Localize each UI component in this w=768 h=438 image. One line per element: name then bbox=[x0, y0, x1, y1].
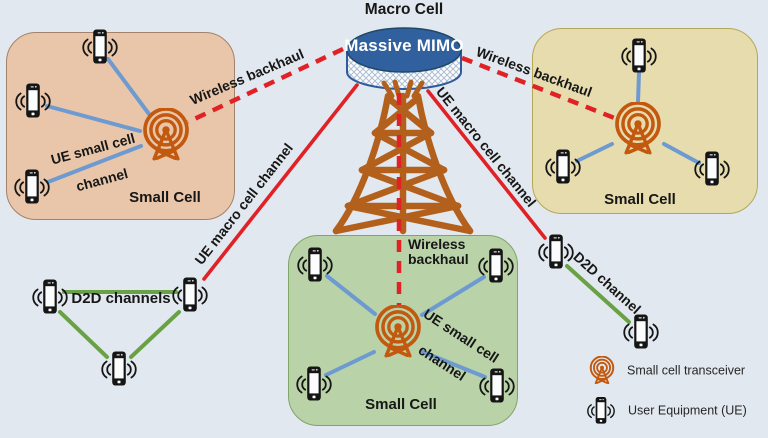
ue-small-cell-link-line bbox=[106, 57, 151, 116]
ue-small-cell-link-line bbox=[45, 104, 142, 133]
legend-ue-label: User Equipment (UE) bbox=[628, 403, 747, 418]
ue-phone-icon bbox=[82, 28, 118, 65]
ue-small-cell-link-line bbox=[421, 350, 487, 379]
ue-macro-link-line bbox=[202, 83, 359, 281]
legend-ue-phone-icon bbox=[587, 396, 615, 425]
ue-macro-links bbox=[202, 83, 547, 281]
transceiver-icon bbox=[615, 102, 661, 155]
small-cell-right-label: Small Cell bbox=[604, 191, 676, 209]
ue-phone-icon bbox=[694, 150, 730, 187]
ue-phone-icon bbox=[545, 148, 581, 185]
transceiver-icon bbox=[375, 305, 421, 358]
massive-mimo-label: Massive MIMO bbox=[344, 36, 464, 56]
ue-phone-icon bbox=[15, 82, 51, 119]
ue-small-cell-link-line bbox=[636, 71, 641, 104]
ue-phone-icon bbox=[621, 37, 657, 74]
macro-tower-icon bbox=[332, 79, 474, 235]
ue-small-cell-link-line bbox=[325, 274, 377, 316]
small-cell-left-label: Small Cell bbox=[129, 189, 201, 207]
ue-small-cell-link-line bbox=[420, 275, 486, 317]
macro-cell-label: Macro Cell bbox=[364, 0, 444, 18]
ue-small-cell-links bbox=[45, 57, 701, 379]
d2d-link-line bbox=[58, 310, 109, 359]
transceiver-icon bbox=[143, 108, 189, 161]
d2d-link-line bbox=[129, 310, 181, 359]
wireless-backhaul-center-line1: Wireless bbox=[408, 236, 466, 252]
d2d-channels-label: D2D channels bbox=[71, 290, 171, 308]
ue-phone-icon bbox=[479, 367, 515, 404]
small-cell-bottom-label: Small Cell bbox=[365, 396, 437, 414]
backhaul-link-line bbox=[461, 55, 618, 122]
ue-phone-icon bbox=[172, 276, 208, 313]
d2d-links bbox=[58, 264, 631, 359]
ue-small-cell-link-line bbox=[46, 144, 143, 184]
d2d-link-line bbox=[565, 264, 631, 324]
ue-phone-icon bbox=[32, 278, 68, 315]
ue-phone-icon bbox=[14, 168, 50, 205]
massive-mimo-cylinder bbox=[346, 27, 462, 90]
backhaul-links bbox=[187, 46, 618, 125]
ue-small-cell-link-line bbox=[575, 142, 614, 163]
ue-phone-icon bbox=[296, 365, 332, 402]
legend-transceiver-icon bbox=[589, 356, 615, 385]
ue-macro-link-line bbox=[426, 89, 547, 240]
backhaul-link-line bbox=[187, 46, 344, 125]
ue-small-cell-link-line bbox=[662, 142, 701, 165]
legend-transceiver-label: Small cell transceiver bbox=[627, 363, 746, 378]
ue-small-cell-link-line bbox=[324, 350, 376, 377]
wireless-backhaul-center-label: Wireless backhaul bbox=[408, 237, 469, 267]
wireless-backhaul-center-line2: backhaul bbox=[408, 251, 469, 267]
